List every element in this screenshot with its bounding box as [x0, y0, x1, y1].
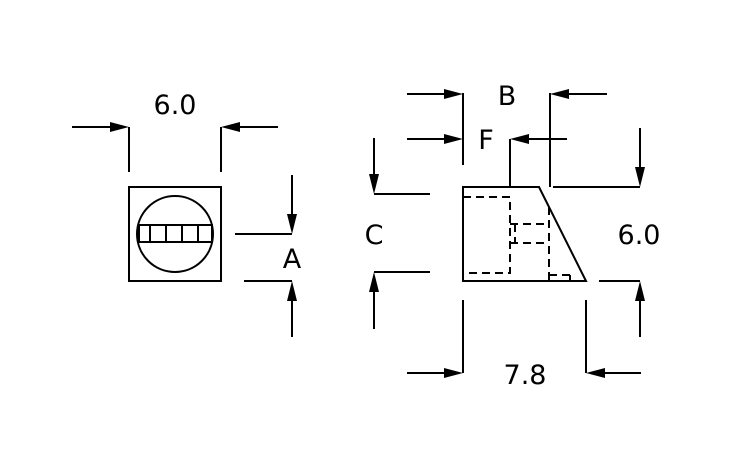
- dim-c: C: [365, 138, 430, 329]
- front-view-lens-circle: [136, 195, 214, 273]
- arrowhead: [550, 89, 569, 99]
- dim-label-a: A: [283, 244, 302, 275]
- front-view-outline: [128, 186, 222, 282]
- arrowhead: [444, 368, 463, 378]
- hidden-cavity: [462, 196, 511, 274]
- dim-label-f: F: [478, 125, 494, 156]
- arrowhead: [369, 272, 379, 292]
- arrowhead: [287, 281, 297, 301]
- front-view-chip-bar: [138, 224, 213, 243]
- side-view-outline: [462, 186, 588, 282]
- arrowhead: [635, 167, 645, 187]
- arrowhead: [287, 214, 297, 234]
- dim-side-length: 7.8: [407, 300, 641, 391]
- dim-f: F: [407, 125, 567, 187]
- dim-label-side-length: 7.8: [504, 360, 547, 391]
- dim-side-height: 6.0: [553, 128, 660, 337]
- dim-label-front-width: 6.0: [154, 90, 197, 121]
- dim-label-c: C: [365, 220, 384, 251]
- dim-label-side-height: 6.0: [618, 220, 661, 251]
- arrowhead: [586, 368, 605, 378]
- dim-front-width: 6.0: [72, 90, 278, 172]
- arrowhead: [369, 174, 379, 194]
- front-view: [128, 186, 222, 282]
- dim-b: B: [407, 81, 607, 187]
- arrowhead: [635, 281, 645, 301]
- arrowhead: [221, 122, 240, 132]
- dim-label-b: B: [498, 81, 517, 112]
- side-view: [462, 186, 588, 282]
- arrowhead: [110, 122, 129, 132]
- arrowhead: [510, 134, 529, 144]
- dim-a: A: [235, 175, 302, 337]
- arrowhead: [444, 134, 463, 144]
- arrowhead: [444, 89, 463, 99]
